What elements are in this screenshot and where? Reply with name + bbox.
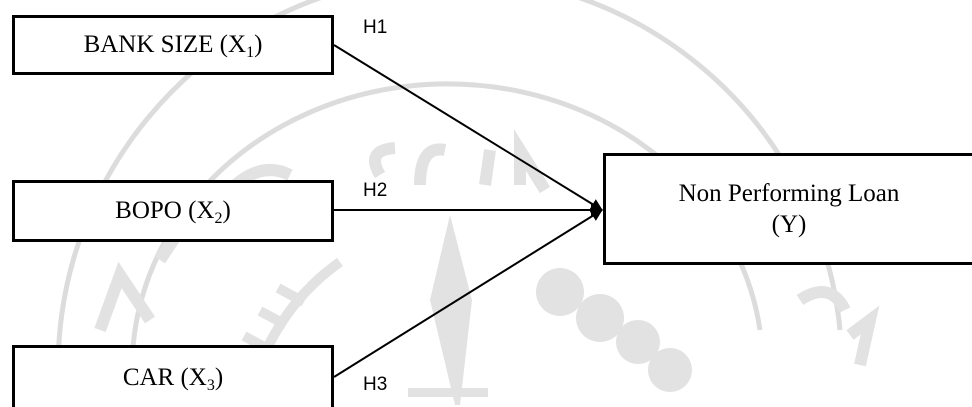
npl-label: Non Performing Loan (Y) bbox=[678, 179, 900, 238]
bopo-label: BOPO (X2) bbox=[115, 197, 231, 228]
car-label: CAR (X3) bbox=[122, 363, 224, 394]
bank-size-box: BANK SIZE (X1) bbox=[12, 15, 334, 75]
arrow-h1 bbox=[333, 44, 603, 211]
car-box: CAR (X3) bbox=[12, 345, 334, 407]
hypothesis-label-h3: H3 bbox=[363, 374, 388, 395]
arrow-h3 bbox=[333, 209, 603, 378]
hypothesis-label-h1: H1 bbox=[363, 17, 388, 38]
bopo-box: BOPO (X2) bbox=[12, 180, 334, 242]
npl-box: Non Performing Loan (Y) bbox=[603, 153, 972, 265]
bank-size-label: BANK SIZE (X1) bbox=[83, 31, 263, 62]
hypothesis-label-h2: H2 bbox=[363, 180, 388, 201]
